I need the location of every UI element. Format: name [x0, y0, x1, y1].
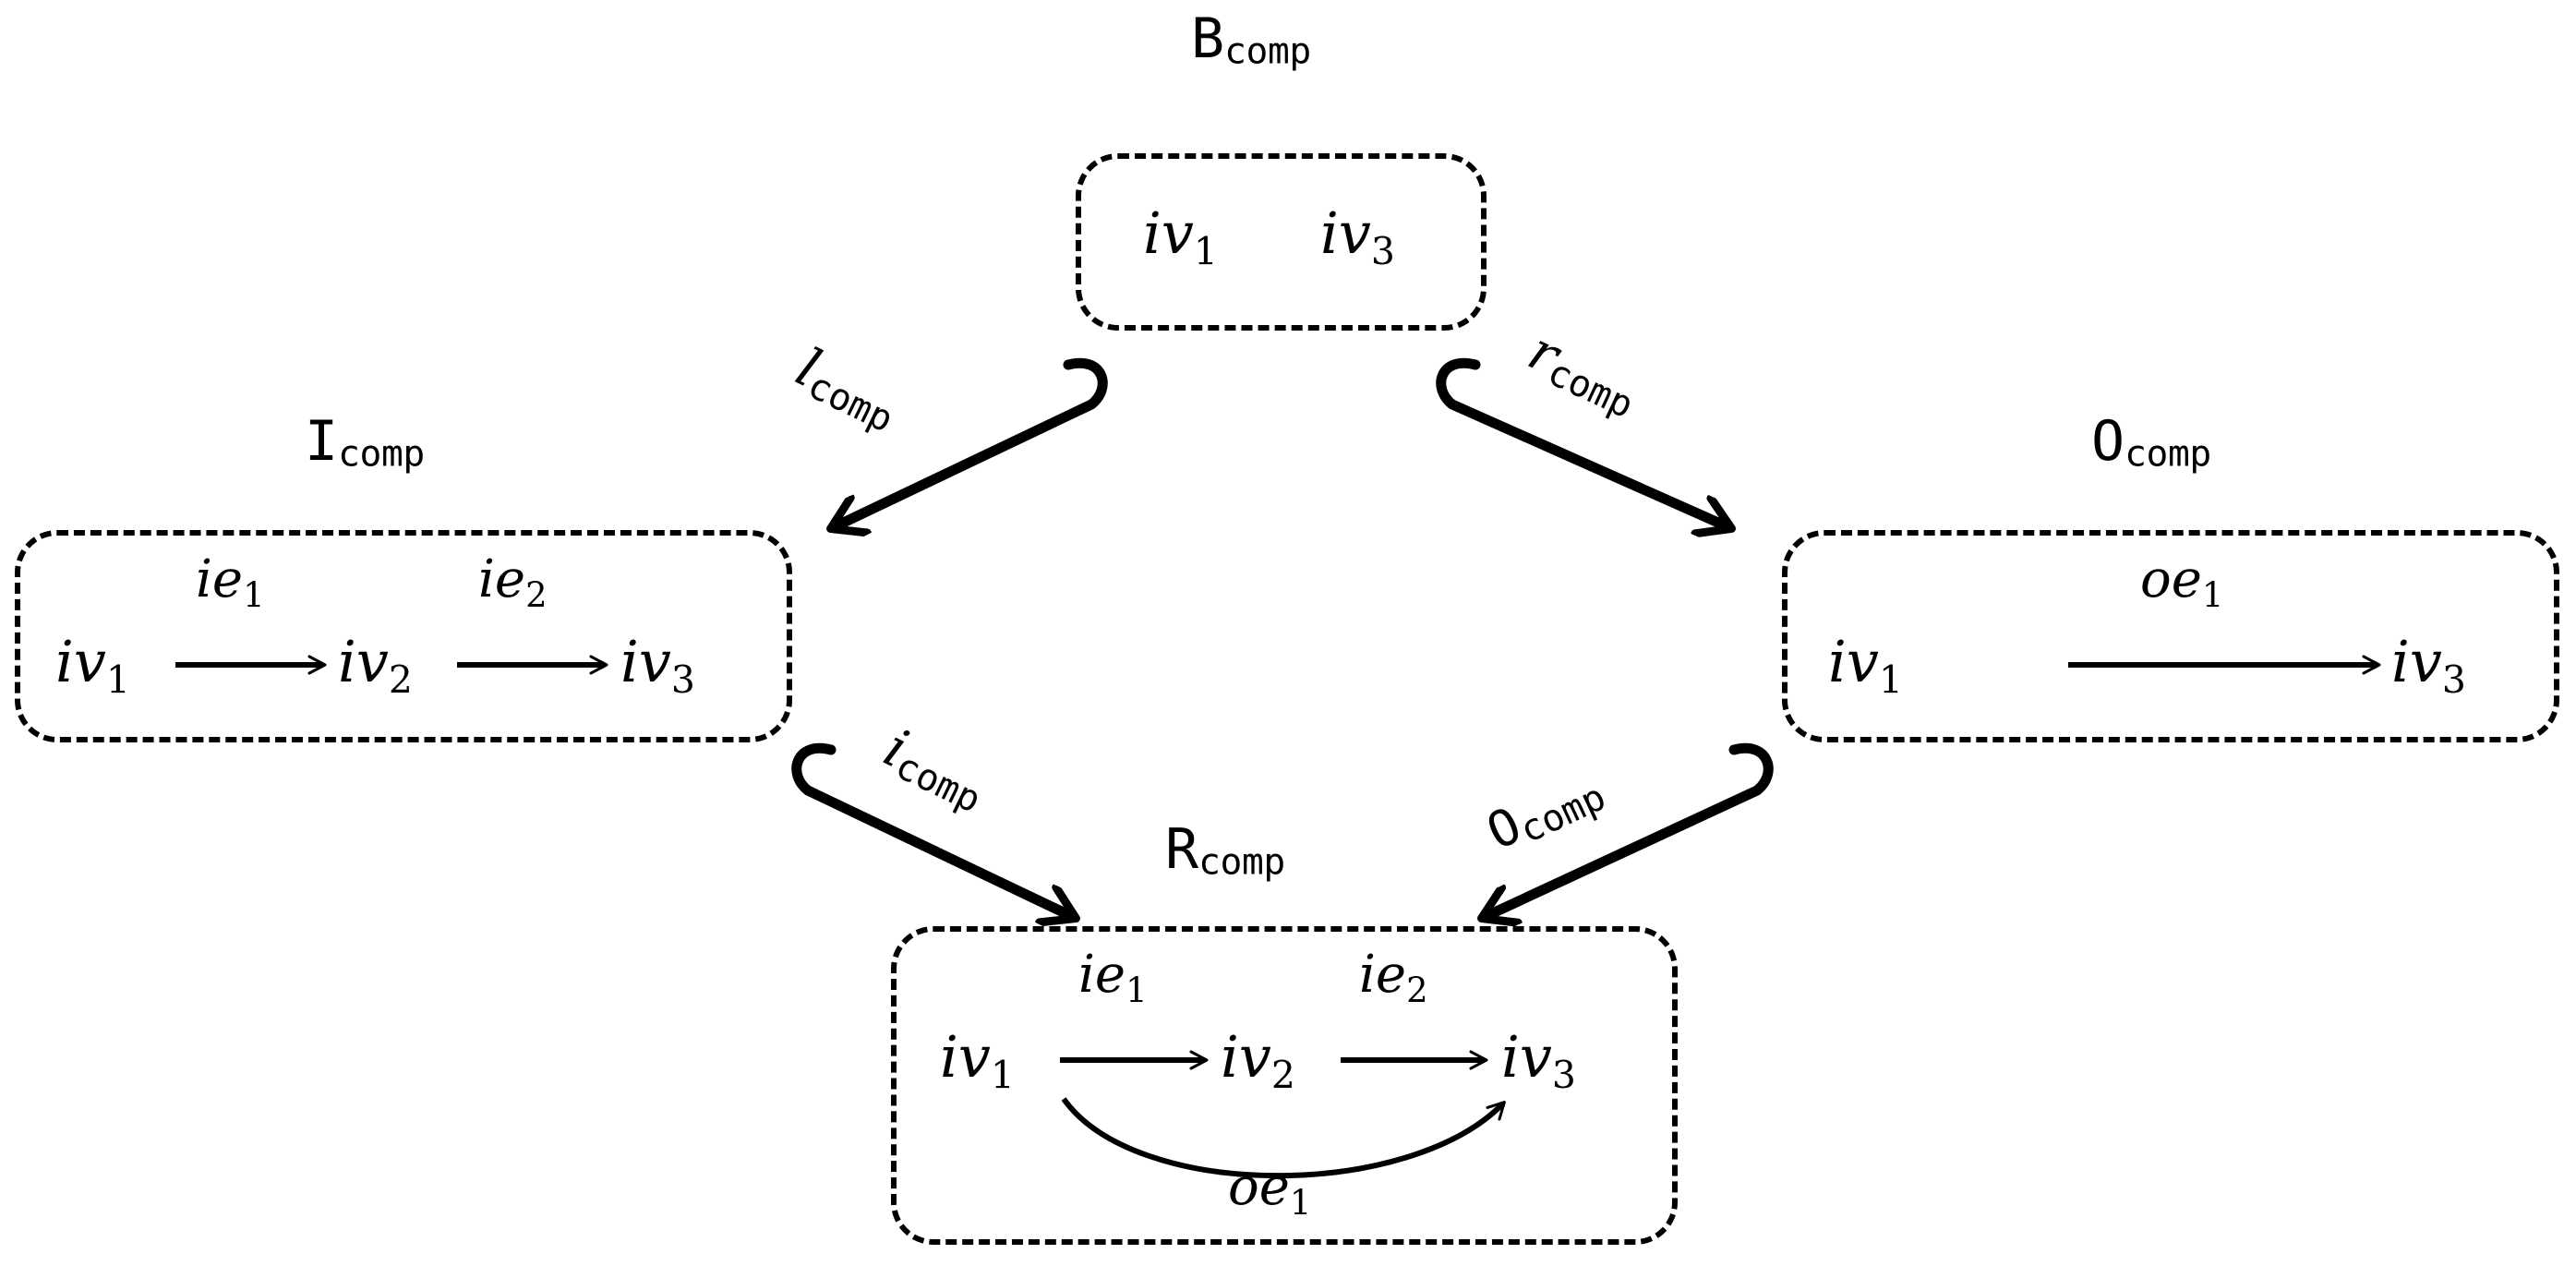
- icomp-caption: Icomp: [305, 414, 425, 473]
- rcomp-edgelabel-oe1: oe1: [1228, 1162, 1311, 1221]
- rcomp-caption-head: R: [1165, 817, 1199, 882]
- icomp-caption-head: I: [305, 409, 339, 474]
- icomp-node-iv1: iv1: [55, 633, 130, 699]
- box-i-comp[interactable]: [15, 530, 792, 742]
- morphism-label-o-comp: Ocomp: [1478, 763, 1613, 862]
- icomp-node-iv2: iv2: [338, 633, 413, 699]
- bcomp-node-iv3-idx: 3: [1370, 229, 1395, 274]
- bcomp-node-iv1-idx: 1: [1193, 229, 1218, 274]
- rcomp-node-iv3-head: iv: [1501, 1023, 1552, 1091]
- icomp-edgelabel-ie2: ie2: [478, 554, 548, 613]
- icomp-edgelabel-ie1-idx: 1: [243, 575, 265, 616]
- icomp-edgelabel-ie2-idx: 2: [525, 575, 548, 616]
- icomp-edgelabel-ie2-head: ie: [478, 549, 526, 609]
- bcomp-caption: Bcomp: [1191, 11, 1311, 70]
- rcomp-node-iv1-idx: 1: [990, 1053, 1015, 1098]
- rcomp-edgelabel-oe1-idx: 1: [1289, 1183, 1312, 1224]
- morphism-label-r-comp-sub: comp: [1541, 351, 1640, 428]
- bcomp-caption-head: B: [1191, 6, 1225, 71]
- icomp-node-iv2-idx: 2: [388, 657, 413, 703]
- rcomp-node-iv2: iv2: [1221, 1029, 1295, 1094]
- box-b-comp[interactable]: [1076, 153, 1487, 331]
- ocomp-caption-head: O: [2091, 409, 2125, 474]
- bcomp-node-iv1: iv1: [1143, 205, 1218, 271]
- icomp-edgelabel-ie1-head: ie: [196, 549, 244, 609]
- morphism-label-o-comp-sub: comp: [1513, 776, 1613, 852]
- bcomp-node-iv3: iv3: [1320, 205, 1395, 271]
- rcomp-edgelabel-ie1-idx: 1: [1125, 971, 1148, 1011]
- rcomp-node-iv2-idx: 2: [1270, 1053, 1295, 1098]
- morphism-label-l-comp: lcomp: [787, 336, 908, 441]
- icomp-caption-sub: comp: [338, 432, 425, 476]
- rcomp-node-iv3: iv3: [1501, 1029, 1576, 1094]
- ocomp-node-iv3-idx: 3: [2441, 657, 2466, 703]
- ocomp-caption-sub: comp: [2125, 432, 2211, 476]
- ocomp-caption: Ocomp: [2091, 414, 2211, 473]
- ocomp-edgelabel-oe1: oe1: [2140, 554, 2223, 613]
- rcomp-node-iv3-idx: 3: [1551, 1053, 1576, 1098]
- rcomp-caption-sub: comp: [1198, 840, 1285, 884]
- ocomp-node-iv1-head: iv: [1828, 628, 1879, 695]
- rcomp-edgelabel-ie1-head: ie: [1078, 945, 1126, 1005]
- rcomp-caption: Rcomp: [1165, 822, 1285, 881]
- morphism-label-i-comp-sub: comp: [888, 744, 988, 822]
- bcomp-node-iv3-head: iv: [1320, 199, 1371, 267]
- rcomp-edgelabel-ie2: ie2: [1359, 949, 1428, 1008]
- ocomp-node-iv3-head: iv: [2391, 628, 2442, 695]
- bcomp-node-iv1-head: iv: [1143, 199, 1194, 267]
- rcomp-edgelabel-oe1-head: oe: [1228, 1157, 1290, 1217]
- rcomp-edgelabel-ie2-idx: 2: [1406, 971, 1428, 1011]
- ocomp-node-iv3: iv3: [2391, 633, 2466, 699]
- icomp-node-iv1-idx: 1: [105, 657, 130, 703]
- rcomp-edgelabel-ie1: ie1: [1078, 949, 1148, 1008]
- box-r-comp[interactable]: [891, 926, 1678, 1245]
- morphism-label-l-comp-sub: comp: [800, 364, 900, 441]
- rcomp-edgelabel-ie2-head: ie: [1359, 945, 1407, 1005]
- icomp-node-iv1-head: iv: [55, 628, 106, 695]
- icomp-node-iv3-idx: 3: [670, 657, 695, 703]
- ocomp-node-iv1: iv1: [1828, 633, 1903, 699]
- morphism-label-i-comp: icomp: [874, 717, 995, 822]
- rcomp-node-iv2-head: iv: [1221, 1023, 1271, 1091]
- ocomp-edgelabel-oe1-idx: 1: [2201, 575, 2224, 616]
- icomp-edgelabel-ie1: ie1: [196, 554, 265, 613]
- rcomp-node-iv1-head: iv: [940, 1023, 991, 1091]
- box-o-comp[interactable]: [1782, 530, 2559, 742]
- icomp-node-iv3-head: iv: [620, 628, 671, 695]
- icomp-node-iv2-head: iv: [338, 628, 389, 695]
- ocomp-edgelabel-oe1-head: oe: [2140, 549, 2202, 609]
- rcomp-node-iv1: iv1: [940, 1029, 1015, 1094]
- ocomp-node-iv1-idx: 1: [1878, 657, 1903, 703]
- bcomp-caption-sub: comp: [1224, 30, 1311, 73]
- morphism-label-r-comp: rcomp: [1519, 319, 1647, 428]
- icomp-node-iv3: iv3: [620, 633, 695, 699]
